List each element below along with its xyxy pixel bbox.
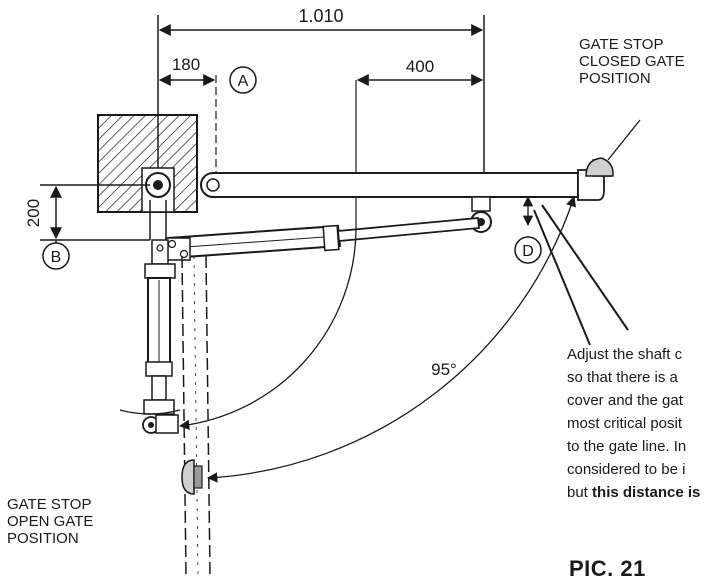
dimension-200: 200: [24, 184, 150, 241]
dimension-1010: 1.010: [157, 6, 485, 200]
operator-closed-position: [165, 217, 480, 261]
gate-leaf-closed: [200, 169, 605, 201]
dimension-400-label: 400: [406, 57, 434, 76]
marker-b: B: [42, 240, 70, 270]
dimension-180: 180: [158, 55, 217, 180]
gate-leaf-open: [181, 255, 211, 576]
gate-stop-open-icon: [181, 459, 203, 495]
dimension-180-label: 180: [172, 55, 200, 74]
gate-stop-open-label: GATE STOP OPEN GATE POSITION: [7, 496, 94, 547]
dimension-200-label: 200: [24, 199, 43, 227]
marker-a: A: [229, 66, 257, 94]
svg-text:B: B: [51, 249, 62, 266]
dimension-1010-label: 1.010: [298, 6, 343, 26]
gate-stop-closed-icon: [585, 119, 641, 177]
note-pointer-lines: [533, 204, 629, 346]
svg-text:D: D: [522, 243, 534, 260]
pillar-hinge-bracket: [141, 167, 175, 240]
angle-95-label: 95°: [431, 360, 457, 379]
figure-label: PIC. 21: [569, 556, 646, 581]
svg-text:A: A: [238, 73, 249, 90]
marker-d: D: [514, 195, 542, 264]
swing-arcs: 95°: [178, 196, 577, 483]
dimension-400: 400: [355, 57, 484, 230]
operator-open-position: [119, 239, 181, 434]
note-last-line: but this distance is: [567, 484, 701, 501]
gate-stop-closed-label: GATE STOP CLOSED GATE POSITION: [579, 36, 685, 87]
adjustment-note: Adjust the shaft c so that there is a co…: [567, 343, 700, 504]
